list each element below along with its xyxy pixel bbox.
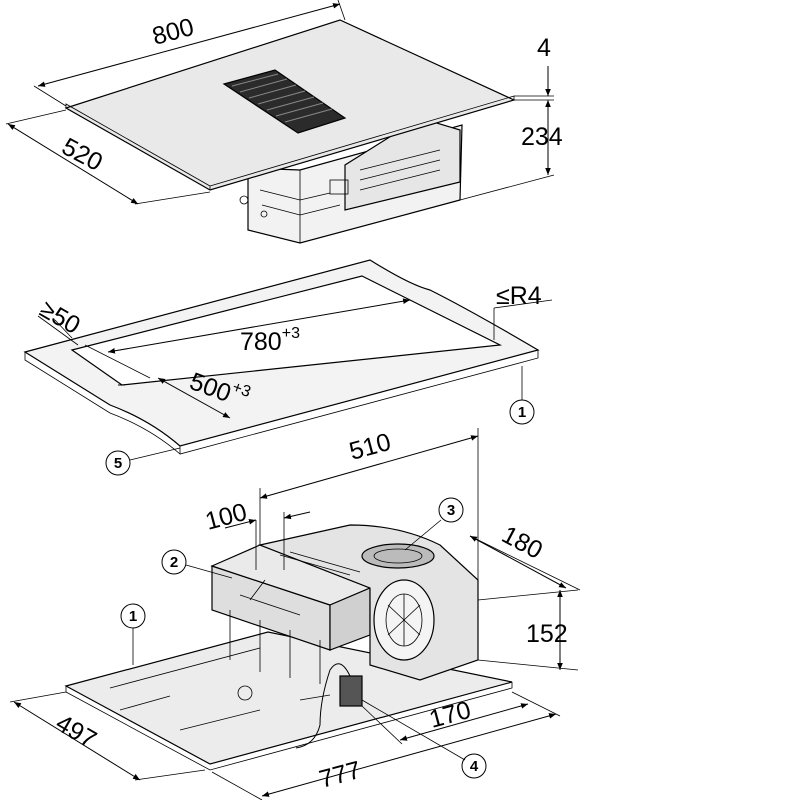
hob-underside-unit [239, 117, 463, 244]
appliance-underside-view: 510 100 180 152 497 777 170 1 [9, 428, 581, 800]
hob-top-view: 800 520 4 234 [5, 0, 563, 244]
callout-1-top: 1 [518, 404, 526, 421]
dim-glass-thickness: 4 [537, 34, 551, 62]
dim-motor-depth: 180 [497, 521, 547, 565]
dim-base-depth: 497 [51, 709, 101, 754]
motor-housing [210, 544, 372, 684]
callout-5: 5 [114, 455, 122, 472]
dim-base-width: 777 [316, 756, 364, 794]
callout-4: 4 [470, 758, 479, 775]
fan-housing [257, 524, 479, 681]
dim-cutout-width: 780+3 [240, 325, 300, 356]
dim-top-depth: 520 [57, 133, 107, 177]
callout-1-bottom: 1 [129, 608, 137, 625]
dim-corner-radius: ≤R4 [496, 282, 542, 310]
dim-motor-height: 152 [526, 620, 568, 648]
dim-motor-width: 510 [346, 428, 394, 466]
callout-3: 3 [447, 502, 455, 519]
dim-outlet-offset: 100 [202, 498, 250, 536]
dim-total-height: 234 [521, 123, 563, 151]
callout-2: 2 [170, 554, 178, 571]
worktop-cutout-view: ≥50 780+3 500+3 ≤R4 1 5 [23, 259, 553, 476]
dim-min-edge: ≥50 [35, 295, 85, 340]
